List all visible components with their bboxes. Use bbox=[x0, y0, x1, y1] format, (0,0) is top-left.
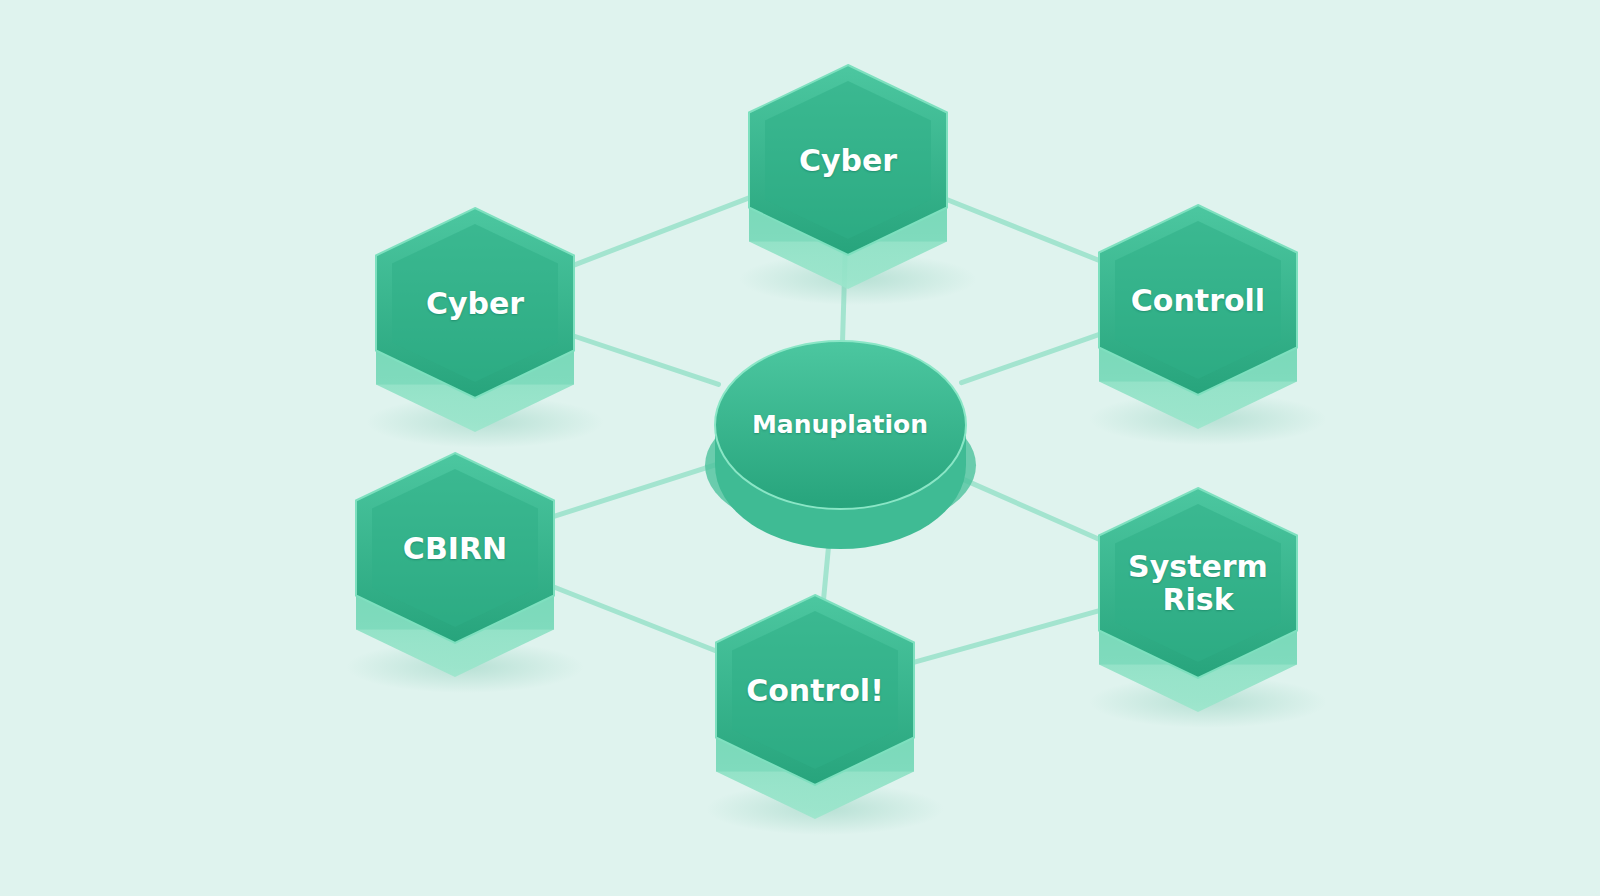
hexagon-node: Controll bbox=[1099, 205, 1297, 429]
hexagon-top bbox=[1099, 488, 1297, 678]
connector-line bbox=[910, 610, 1103, 664]
connector-line bbox=[943, 198, 1103, 262]
hexagon-shape bbox=[376, 208, 574, 432]
node-face: Controll bbox=[1099, 205, 1297, 395]
hexagon-node: Cyber bbox=[376, 208, 574, 432]
hexagon-top bbox=[356, 453, 554, 643]
node-label: Control! bbox=[746, 674, 884, 707]
hexagon-node: Control! bbox=[716, 595, 914, 819]
node-label: Cyber bbox=[799, 144, 897, 177]
node-face: Manuplation bbox=[715, 341, 966, 509]
node-face: Control! bbox=[716, 595, 914, 785]
hexagon-inner bbox=[765, 81, 931, 239]
node-face: Systerm Risk bbox=[1099, 488, 1297, 678]
connector-line bbox=[570, 335, 719, 385]
connector-line bbox=[570, 196, 753, 266]
hexagon-inner bbox=[1115, 504, 1281, 662]
hexagon-shape bbox=[1099, 205, 1297, 429]
hexagon-node: Cyber bbox=[749, 65, 947, 289]
hexagon-shape bbox=[716, 595, 914, 819]
hexagon-top bbox=[749, 65, 947, 255]
node-label: Controll bbox=[1131, 284, 1265, 317]
node-face: Cyber bbox=[376, 208, 574, 398]
node-label: Manuplation bbox=[752, 411, 928, 439]
hexagon-shape bbox=[356, 453, 554, 677]
node-face: CBIRN bbox=[356, 453, 554, 643]
hexagon-inner bbox=[372, 469, 538, 627]
node-face: Cyber bbox=[749, 65, 947, 255]
hexagon-node: CBIRN bbox=[356, 453, 554, 677]
node-label: Cyber bbox=[426, 287, 524, 320]
connector-line bbox=[550, 585, 720, 652]
hexagon-node: Systerm Risk bbox=[1099, 488, 1297, 712]
node-label: Systerm Risk bbox=[1123, 550, 1273, 616]
hexagon-top bbox=[376, 208, 574, 398]
center-node: Manuplation bbox=[715, 341, 966, 549]
connector-line bbox=[550, 464, 719, 518]
hexagon-inner bbox=[732, 611, 898, 769]
hexagon-top bbox=[716, 595, 914, 785]
hexagon-inner bbox=[1115, 221, 1281, 379]
hexagon-inner bbox=[392, 224, 558, 382]
disc-top bbox=[715, 341, 966, 509]
connector-line bbox=[962, 333, 1104, 382]
node-label: CBIRN bbox=[403, 532, 507, 565]
hexagon-shape bbox=[749, 65, 947, 289]
hexagon-top bbox=[1099, 205, 1297, 395]
disc-shape bbox=[715, 341, 966, 549]
connector-line bbox=[962, 479, 1104, 541]
